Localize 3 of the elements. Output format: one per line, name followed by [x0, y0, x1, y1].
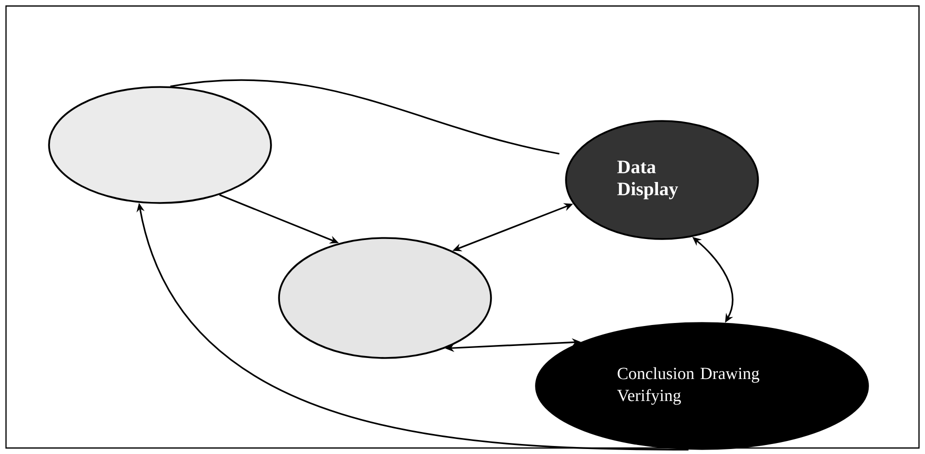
process-ellipse: [48, 86, 272, 204]
process-ellipse: [278, 237, 492, 359]
connector-line: [170, 79, 560, 155]
